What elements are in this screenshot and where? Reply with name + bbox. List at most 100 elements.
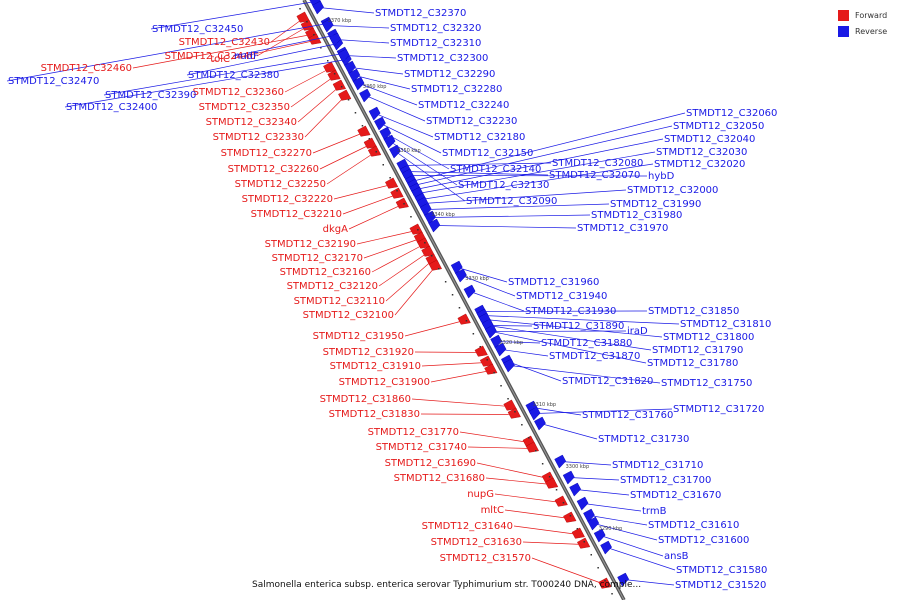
axis-dot	[576, 528, 579, 530]
reverse-gene-label: STMDT12_C31780	[647, 358, 738, 369]
label-leader-line	[404, 320, 465, 337]
forward-gene-label: tolC	[210, 54, 230, 65]
label-leader-line	[430, 214, 591, 218]
reverse-gene-53	[583, 508, 595, 523]
label-leader-line	[348, 204, 403, 230]
reverse-gene-label: STMDT12_C32090	[466, 196, 557, 207]
reverse-gene-57	[617, 572, 630, 587]
axis-dot	[431, 255, 433, 257]
forward-gene-11	[367, 145, 382, 157]
label-leader-line	[132, 34, 312, 69]
label-leader-line	[328, 25, 390, 29]
axis-dot	[465, 320, 468, 322]
axis-dot	[583, 541, 585, 543]
forward-gene-label: STMDT12_C31860	[320, 394, 411, 405]
reverse-gene-label: STMDT12_C32390	[105, 90, 196, 101]
reverse-gene-56	[600, 540, 612, 555]
label-leader-line	[350, 67, 404, 75]
label-leader-line	[356, 230, 417, 245]
label-leader-line	[415, 138, 664, 190]
reverse-gene-label: STMDT12_C31800	[663, 332, 754, 343]
legend-forward-swatch	[838, 10, 849, 21]
label-leader-line	[531, 557, 606, 585]
label-leader-line	[414, 351, 482, 353]
reverse-gene-45	[503, 358, 515, 373]
axis-tick-label: 3290 kbp	[599, 526, 623, 532]
forward-gene-label: STMDT12_C32340	[206, 117, 297, 128]
reverse-gene-label: STMDT12_C32230	[426, 116, 517, 127]
forward-gene-label: STMDT12_C32110	[294, 296, 385, 307]
label-leader-line	[589, 515, 648, 526]
axis-tick-label: 3340 kbp	[431, 212, 455, 218]
label-leader-line	[342, 194, 398, 215]
label-leader-line	[312, 132, 365, 154]
forward-gene-label: STMDT12_C32270	[221, 148, 312, 159]
reverse-gene-37	[490, 334, 503, 349]
label-leader-line	[459, 431, 530, 443]
reverse-gene-10	[337, 48, 350, 63]
label-leader-line	[378, 252, 429, 287]
reverse-gene-label: STMDT12_C32070	[549, 170, 640, 181]
label-leader-line	[593, 523, 658, 541]
reverse-gene-label: STMDT12_C31930	[525, 306, 616, 317]
label-leader-line	[375, 113, 434, 138]
axis-tick-label: 3350 kbp	[397, 148, 421, 154]
axis-dot	[417, 229, 419, 231]
reverse-gene-label: STMDT12_C32150	[442, 148, 533, 159]
label-leader-line	[402, 162, 552, 166]
forward-gene-label: STMDT12_C32440	[165, 51, 256, 62]
reverse-gene-label: hybD	[648, 171, 675, 182]
forward-gene-label: STMDT12_C31910	[330, 361, 421, 372]
forward-gene-label: STMDT12_C32350	[199, 102, 290, 113]
axis-dot	[507, 398, 509, 400]
label-leader-line	[395, 151, 466, 202]
label-leader-line	[394, 266, 436, 316]
axis-tick-label: 3330 kbp	[465, 276, 489, 282]
axis-dot	[458, 307, 461, 309]
forward-gene-label: STMDT12_C32170	[272, 253, 363, 264]
label-leader-line	[480, 310, 648, 312]
forward-gene-28	[525, 441, 540, 453]
reverse-gene-55	[593, 528, 606, 543]
forward-gene-label: STMDT12_C32190	[265, 239, 356, 250]
reverse-gene-7	[312, 0, 324, 15]
reverse-gene-48	[534, 416, 546, 431]
legend-reverse-swatch	[838, 26, 849, 37]
forward-gene-8	[338, 89, 352, 101]
reverse-gene-label: iraD	[627, 326, 648, 337]
axis-dot	[382, 164, 384, 166]
label-leader-line	[467, 446, 533, 449]
label-leader-line	[600, 535, 664, 557]
label-leader-line	[411, 398, 511, 407]
reverse-gene-label: STMDT12_C32320	[390, 23, 481, 34]
label-leader-line	[413, 125, 673, 186]
label-leader-line	[496, 341, 541, 344]
forward-gene-31	[554, 495, 568, 507]
reverse-gene-51	[569, 482, 582, 497]
axis-dot	[541, 463, 544, 465]
reverse-gene-label: STMDT12_C32280	[411, 84, 502, 95]
forward-gene-26	[507, 407, 521, 419]
label-leader-line	[623, 579, 675, 586]
label-leader-line	[501, 349, 549, 357]
axis-dot	[611, 593, 613, 595]
reverse-gene-15	[368, 106, 381, 121]
label-leader-line	[540, 423, 598, 440]
axis-dot	[403, 203, 405, 205]
forward-gene-21	[457, 313, 471, 325]
label-leader-line	[304, 96, 345, 138]
axis-dot	[521, 424, 523, 426]
axis-dot	[333, 73, 336, 75]
forward-gene-label: mltC	[481, 505, 504, 516]
label-leader-line	[426, 203, 610, 210]
axis-dot	[548, 476, 551, 478]
label-leader-line	[284, 68, 330, 93]
reverse-gene-label: STMDT12_C32040	[664, 134, 755, 145]
reverse-gene-label: STMDT12_C31750	[661, 378, 752, 389]
forward-gene-25	[503, 399, 517, 411]
label-leader-line	[385, 133, 450, 170]
axis-dot	[375, 151, 377, 153]
axis-dot	[306, 21, 308, 23]
reverse-gene-30	[424, 210, 436, 225]
reverse-gene-label: STMDT12_C31790	[652, 345, 743, 356]
